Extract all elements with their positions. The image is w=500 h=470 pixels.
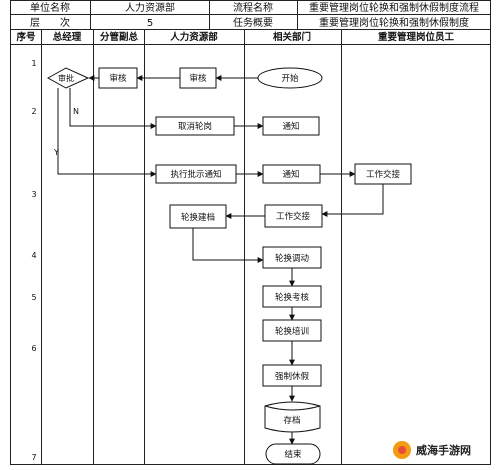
connector [321,184,384,217]
handover-dept-label: 工作交接 [276,211,311,222]
column-header-related-dept: 相关部门 [273,31,311,43]
execute-notice-label: 执行批示通知 [170,169,221,180]
row-number: 5 [31,293,36,302]
notify-box-2 [262,164,321,184]
handover-employee-box [354,163,412,185]
rotation-transfer-label: 轮换调动 [275,253,310,264]
cancel-rotation-box [155,116,235,136]
review-deputy-box [98,67,138,89]
row-number: 4 [31,251,36,260]
rotation-transfer-box [262,246,322,269]
handover-employee-label: 工作交接 [366,169,401,180]
header-unit-name-value: 人力资源部 [125,1,175,14]
rotation-filing-label: 轮换建档 [181,212,215,223]
header-task-summary-label: 任务概要 [233,16,273,29]
review-deputy-label: 审核 [109,73,127,84]
end-node [265,443,321,465]
forced-leave-label: 强制休假 [275,371,310,382]
row-number: 2 [31,107,36,116]
review-hr-label: 审核 [189,73,207,84]
cancel-rotation-label: 取消轮岗 [178,121,212,132]
header-level-value: 5 [147,18,153,29]
watermark-text: 威海手游网 [416,443,471,457]
header-process-name-value: 重要管理岗位轮换和强制休假制度流程 [309,1,479,14]
header-task-summary-value: 重要管理岗位轮换和强制休假制度 [319,16,469,29]
row-number: 7 [31,453,36,462]
notify-box-1 [262,116,320,136]
header-level-label: 层 次 [30,16,70,29]
start-node-label: 开始 [281,73,299,84]
connector [69,88,157,129]
edge-label-yes: Y [53,148,59,157]
approve-decision-label: 审批 [58,73,74,83]
execute-notice-box [155,164,237,184]
rotation-training-box [262,319,322,342]
rotation-filing-box [169,204,227,229]
rotation-assess-box [262,285,322,308]
connector [192,228,264,263]
notify-label-1: 通知 [282,121,299,132]
column-header-key-employee: 重要管理岗位员工 [378,31,455,43]
row-number: 6 [31,344,36,353]
row-number: 1 [31,59,36,68]
watermark-logo: 威海手游网 [393,441,471,459]
column-header-seq: 序号 [16,31,36,43]
column-header-deputy-gm: 分管副总 [100,31,139,43]
column-header-general-manager: 总经理 [53,31,82,43]
approve-decision-node [46,67,90,89]
edge-label-no: N [73,107,79,116]
review-hr-box [179,67,217,89]
header-process-name-label: 流程名称 [233,1,273,14]
rotation-assess-label: 轮换考核 [275,292,310,303]
rotation-training-label: 轮换培训 [275,326,309,337]
connector [57,88,157,177]
start-node [257,67,323,89]
notify-label-2: 通知 [282,169,299,180]
handover-dept-box [264,204,323,228]
column-header-hr: 人力资源部 [170,31,218,43]
table-frame [10,0,491,465]
forced-leave-box [262,364,322,387]
row-number: 3 [31,190,36,199]
archive-label: 存档 [283,415,300,426]
header-unit-name-label: 单位名称 [30,1,70,14]
end-node-label: 结束 [284,449,302,460]
